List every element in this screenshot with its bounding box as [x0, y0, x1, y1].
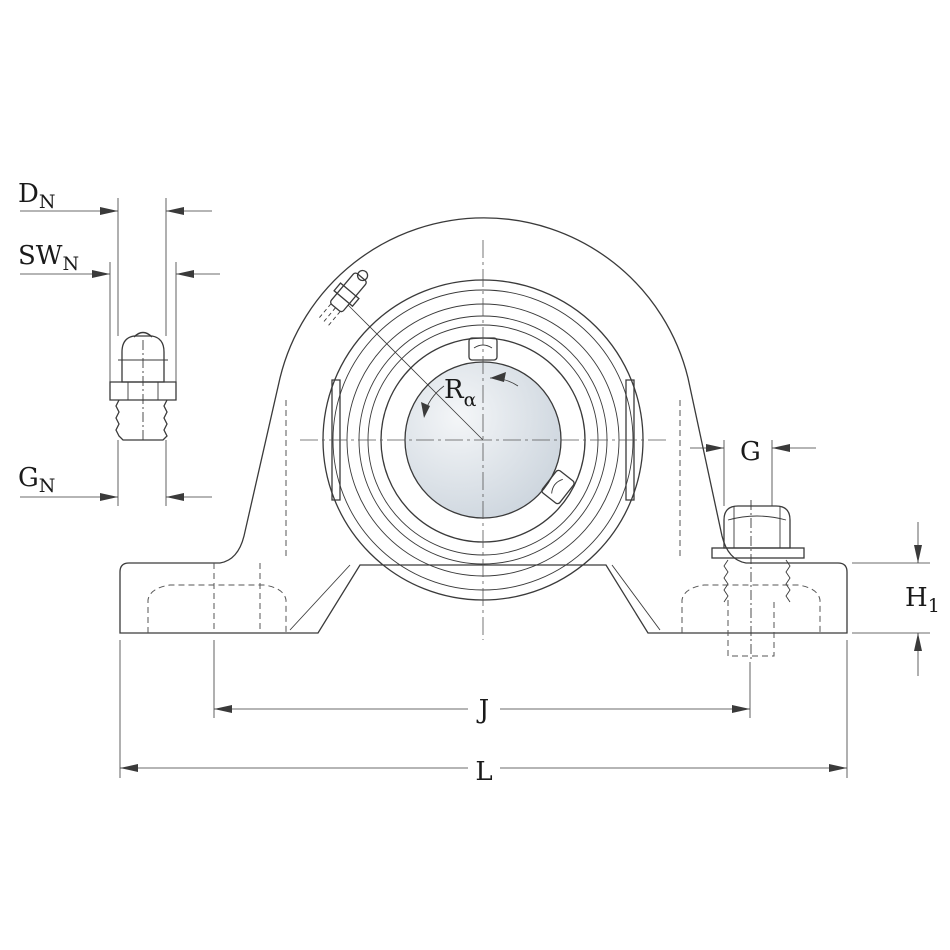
h1-arrowhead-bottom: [914, 633, 922, 651]
gn-arrowhead-right: [166, 493, 184, 501]
right-slot: [625, 379, 635, 501]
housing: [119, 217, 848, 634]
r-alpha-leader: [347, 304, 484, 441]
j-label: J: [476, 695, 489, 725]
g-arrowhead-left: [706, 444, 724, 452]
g-dimension: [690, 440, 816, 506]
grease-nipple-detail: [20, 198, 220, 506]
r-alpha-label: Rα: [444, 375, 477, 411]
j-dimension: [213, 640, 751, 718]
bolt-shank: [727, 600, 775, 657]
housing-inner-right: [611, 564, 661, 631]
nipple-thread: [115, 399, 168, 441]
bolt-washer: [711, 547, 805, 559]
gn-label: GN: [18, 463, 55, 497]
dn-arrowhead-left: [100, 207, 118, 215]
housing-inner-left: [289, 564, 351, 631]
bolt-nut: [723, 505, 791, 549]
r-alpha-annotation: [347, 304, 519, 441]
r-alpha-arrow-left: [421, 402, 430, 418]
mounting-bolt: [711, 500, 805, 662]
dn-arrowhead-right: [166, 207, 184, 215]
bolt-nut-chamfer: [727, 515, 787, 521]
swn-label: SWN: [18, 241, 79, 275]
housing-grease-nipple: [317, 269, 369, 328]
left-bolt-hole: [213, 563, 261, 633]
housing-outline: [119, 217, 848, 634]
g-label: G: [740, 437, 761, 467]
swn-arrowhead-left: [92, 270, 110, 278]
r-alpha-arrow-right: [490, 372, 506, 382]
side-set-screw: [541, 469, 575, 505]
g-arrowhead-right: [772, 444, 790, 452]
l-arrowhead-left: [120, 764, 138, 772]
left-foot-pocket: [147, 584, 287, 633]
nipple-head: [121, 335, 165, 383]
gn-arrowhead-left: [100, 493, 118, 501]
j-arrowhead-left: [214, 705, 232, 713]
h1-dimension: [852, 522, 930, 676]
l-arrowhead-right: [829, 764, 847, 772]
dn-label: DN: [18, 179, 55, 213]
swn-arrowhead-right: [176, 270, 194, 278]
bolt-thread: [723, 559, 791, 603]
j-arrowhead-right: [732, 705, 750, 713]
h1-arrowhead-top: [914, 545, 922, 563]
h1-label: H1: [905, 583, 940, 617]
nipple-ball: [133, 331, 153, 338]
nipple-hex: [109, 381, 177, 401]
l-dimension: [119, 640, 848, 778]
left-slot: [331, 379, 341, 501]
l-label: L: [475, 757, 492, 787]
